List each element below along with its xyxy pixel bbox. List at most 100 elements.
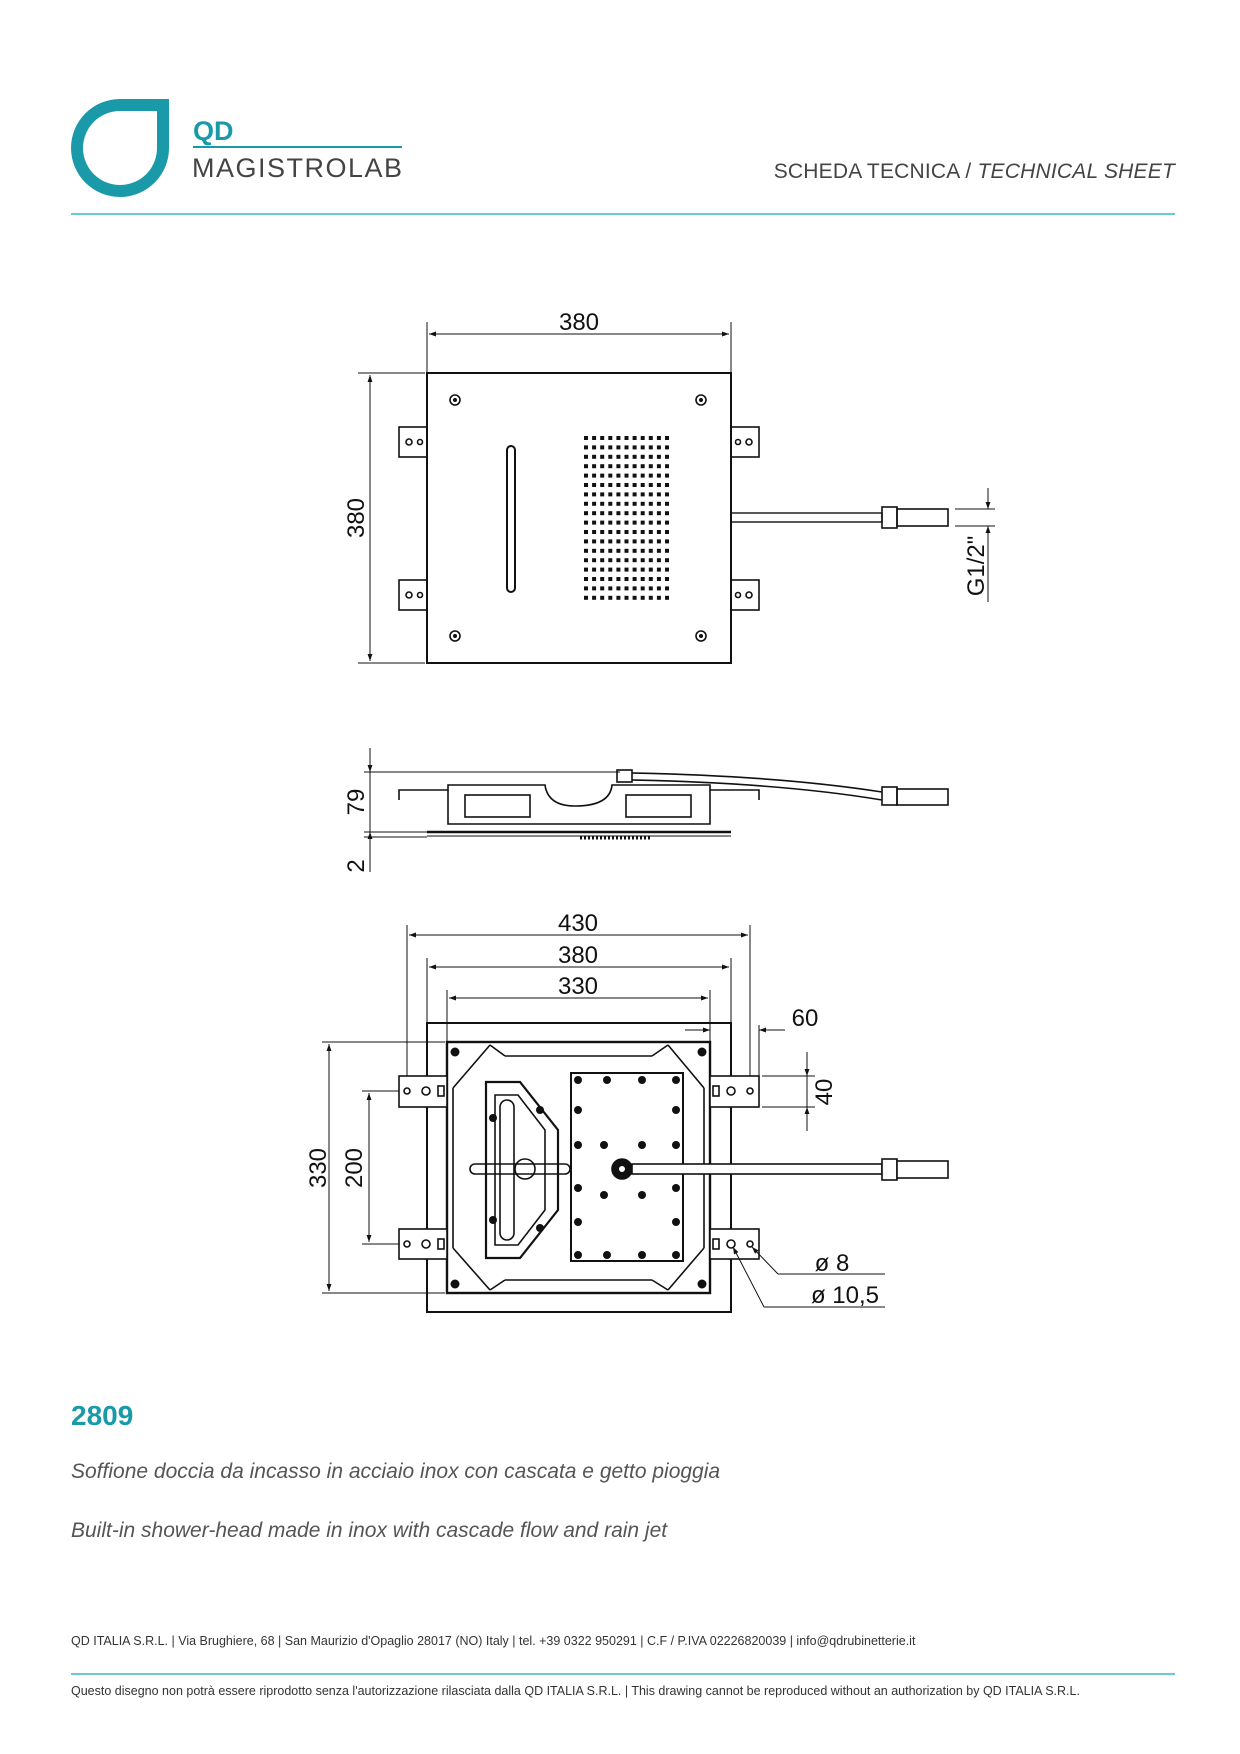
nozzle-dot	[592, 586, 597, 591]
nozzle-dot	[656, 511, 661, 516]
nozzle-dot	[624, 539, 629, 544]
nozzle-dot	[656, 558, 661, 563]
nozzle-dot	[608, 501, 613, 506]
nozzle-dot	[640, 464, 645, 469]
nozzle-dot	[584, 436, 588, 440]
nozzle-dot	[592, 558, 597, 563]
nozzle-dot	[656, 530, 661, 534]
nozzle-dot	[648, 577, 653, 581]
bolt-icon	[672, 1251, 680, 1259]
nozzle-dot	[600, 473, 605, 478]
bolt-icon	[574, 1251, 582, 1259]
nozzle-dot	[600, 567, 605, 572]
nozzle-dot	[584, 473, 588, 478]
nozzle-dot	[616, 445, 621, 450]
nozzle-dot	[648, 511, 653, 516]
nozzle-dot	[584, 539, 588, 544]
nozzle-dot	[616, 548, 621, 553]
nozzle-dot	[648, 483, 653, 487]
nozzle-dot	[665, 483, 669, 487]
nozzle-dot	[624, 586, 629, 591]
nozzle-dot	[616, 464, 621, 469]
nozzle-dot	[624, 595, 629, 600]
nozzle-dot	[608, 436, 613, 440]
nozzle-dot	[640, 595, 645, 600]
dim-plate-height: 330	[305, 1148, 332, 1188]
nozzle-dot	[616, 530, 621, 534]
nozzle-dot	[665, 595, 669, 600]
dim-hole-large: ø 10,5	[811, 1282, 879, 1309]
nozzle-dot	[665, 473, 669, 478]
bolt-icon	[600, 1141, 608, 1149]
nozzle-dot	[600, 483, 605, 487]
nozzle-dot	[665, 520, 669, 525]
dim-connection: G1/2"	[963, 536, 990, 597]
nozzle-dot	[608, 464, 613, 469]
bolt-icon	[603, 1076, 611, 1084]
plate-bolts	[574, 1076, 680, 1259]
nozzle-dot	[656, 436, 661, 440]
nozzle-dot	[616, 577, 621, 581]
nozzle-dot	[648, 548, 653, 553]
nozzle-dot	[640, 492, 645, 497]
nozzle-dot	[624, 473, 629, 478]
nozzle-dot	[600, 586, 605, 591]
nozzle-dot	[665, 501, 669, 506]
nozzle-dot	[600, 464, 605, 469]
description-italian: Soffione doccia da incasso in acciaio in…	[71, 1460, 721, 1483]
nozzle-dot	[665, 530, 669, 534]
dim-hole-small: ø 8	[815, 1250, 850, 1277]
nozzle-dot	[656, 567, 661, 572]
nozzle-dot	[608, 445, 613, 450]
nozzle-dot	[640, 567, 645, 572]
product-code: 2809	[71, 1400, 134, 1431]
nozzle-dot	[656, 586, 661, 591]
nozzle-dot	[665, 445, 669, 450]
screw-icons	[449, 394, 707, 642]
nozzle-dot	[648, 595, 653, 600]
nozzle-dot	[608, 492, 613, 497]
nozzle-dot	[608, 530, 613, 534]
brand-logo: QD MAGISTROLAB	[71, 99, 402, 197]
nozzle-dot	[616, 567, 621, 572]
nozzle-dot	[632, 454, 637, 459]
nozzle-dot	[608, 567, 613, 572]
nozzle-dot	[665, 548, 669, 553]
nozzle-dot	[592, 548, 597, 553]
nozzle-dot	[648, 530, 653, 534]
nozzle-dot	[600, 577, 605, 581]
nozzle-dot	[608, 511, 613, 516]
dim-bracket-height: 40	[811, 1079, 838, 1106]
dim-frame-width: 380	[558, 942, 598, 969]
dim-side-offset: 2	[343, 859, 370, 872]
nozzle-dot	[608, 558, 613, 563]
nozzle-dot	[616, 595, 621, 600]
bolt-icon	[600, 1191, 608, 1199]
nozzle-dot	[616, 473, 621, 478]
nozzle-dot	[632, 492, 637, 497]
nozzle-dot	[592, 445, 597, 450]
company-info: QD ITALIA S.R.L. | Via Brughiere, 68 | S…	[71, 1634, 916, 1648]
nozzle-dot	[616, 483, 621, 487]
nozzle-dot	[608, 473, 613, 478]
nozzle-dot	[616, 520, 621, 525]
nozzle-dot	[600, 539, 605, 544]
nozzle-dot	[592, 483, 597, 487]
nozzle-dot	[592, 511, 597, 516]
bolt-icon	[574, 1106, 582, 1114]
nozzle-dot	[640, 501, 645, 506]
nozzle-dot	[624, 436, 629, 440]
dim-bracket-spacing: 200	[341, 1148, 368, 1188]
nozzle-dot	[624, 454, 629, 459]
nozzle-dot	[584, 492, 588, 497]
nozzle-dot	[656, 454, 661, 459]
nozzle-dot	[640, 548, 645, 553]
nozzle-dot	[656, 501, 661, 506]
nozzle-dot	[648, 445, 653, 450]
description-english: Built-in shower-head made in inox with c…	[71, 1519, 668, 1542]
nozzle-dot	[640, 530, 645, 534]
nozzle-dot	[600, 511, 605, 516]
nozzle-dot	[640, 520, 645, 525]
nozzle-dot	[632, 586, 637, 591]
nozzle-dot	[624, 445, 629, 450]
